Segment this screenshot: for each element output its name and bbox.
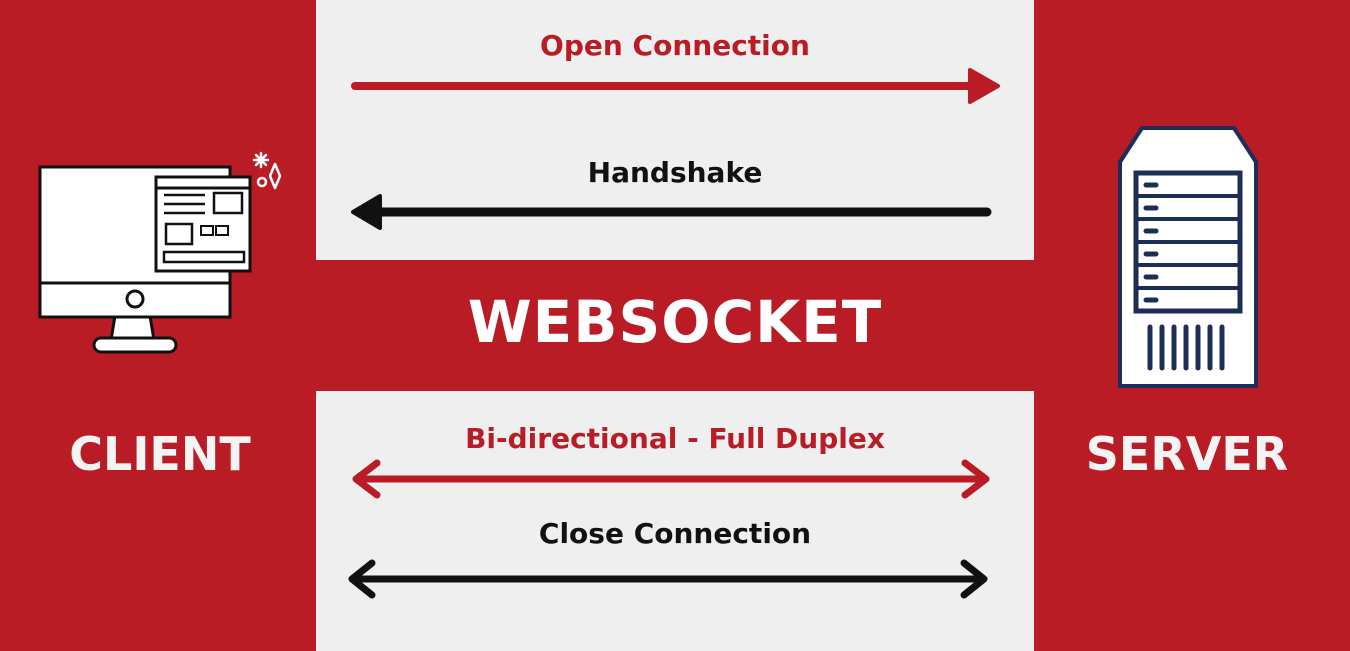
diagram-title: WEBSOCKET [467, 288, 883, 356]
open-connection-label: Open Connection [540, 29, 810, 62]
close-connection-label: Close Connection [538, 517, 812, 550]
server-tower-icon [1118, 126, 1258, 388]
handshake-label: Handshake [587, 156, 763, 189]
server-label: SERVER [1085, 427, 1289, 481]
connection-setup-panel [316, 0, 1034, 260]
close-connection-arrow [348, 559, 988, 599]
desktop-monitor-icon [38, 151, 282, 354]
title-band [316, 260, 1034, 391]
data-exchange-panel [316, 391, 1034, 651]
client-panel [0, 0, 316, 651]
full-duplex-arrow [352, 459, 990, 499]
client-label: CLIENT [69, 427, 251, 481]
handshake-arrow [351, 194, 992, 230]
full-duplex-label: Bi-directional - Full Duplex [465, 422, 885, 455]
open-connection-arrow [351, 68, 1000, 104]
